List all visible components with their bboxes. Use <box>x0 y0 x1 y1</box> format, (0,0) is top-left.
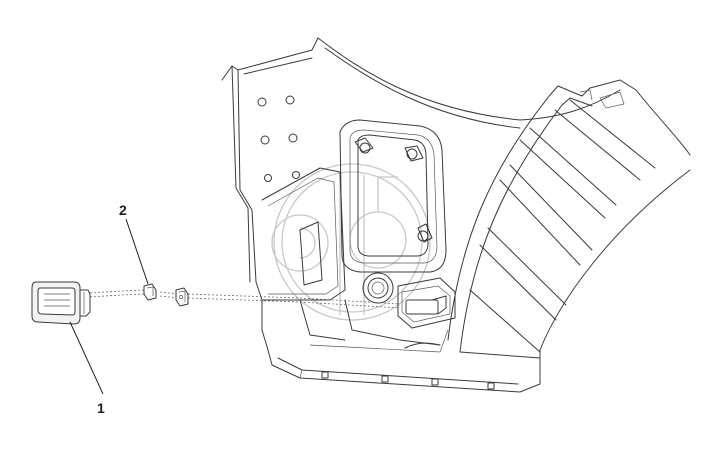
side-marker-lamp-icon <box>31 281 91 325</box>
wheel-arch <box>447 79 691 385</box>
lamp-mount-pocket <box>397 277 456 329</box>
callout-2-label: 2 <box>119 202 127 218</box>
opening-bosses <box>354 137 433 243</box>
body-panel <box>221 37 621 393</box>
watermark-logo-icon <box>271 163 431 321</box>
wire-connector-icon <box>143 283 189 307</box>
sill-clips <box>321 371 495 390</box>
callout-1-label: 1 <box>97 400 105 416</box>
wiring-harness <box>85 289 401 309</box>
callout-1: 1 <box>69 321 105 416</box>
grommet <box>362 272 394 304</box>
pillar-holes <box>257 95 300 182</box>
callout-2: 2 <box>119 202 149 285</box>
